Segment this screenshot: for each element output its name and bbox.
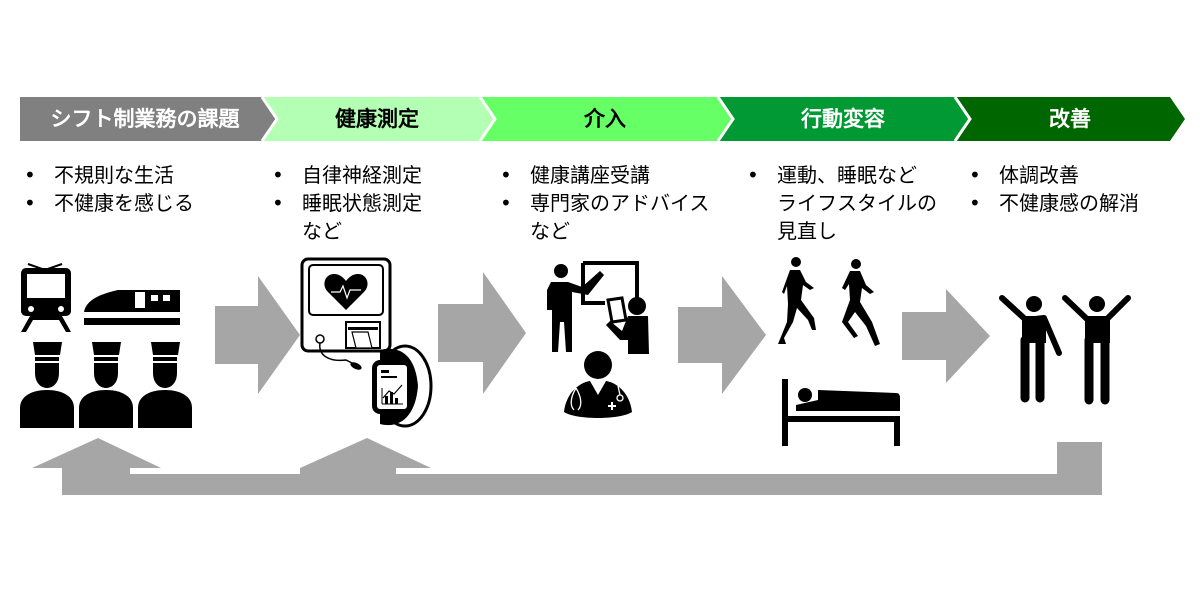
bullets-problem: • 不規則な生活 • 不健康を感じる	[20, 161, 194, 217]
bullet-tail: など	[302, 219, 342, 243]
bullet-dot: •	[272, 191, 284, 215]
bullet-item: • 運動、睡眠など	[743, 161, 937, 189]
bullet-dot: •	[500, 163, 512, 187]
bullet-item: • 不健康感の解消	[965, 189, 1139, 217]
bullet-dot: •	[24, 163, 36, 187]
bullet-item: • 専門家のアドバイス	[496, 189, 709, 217]
flow-arrow-2	[438, 272, 526, 394]
bullets-improvement: • 体調改善 • 不健康感の解消	[965, 161, 1139, 217]
bullets-behavior-change: • 運動、睡眠など ライフスタイルの 見直し	[743, 161, 937, 245]
step-chevron-3	[480, 97, 733, 141]
lecturer-icon	[547, 261, 649, 354]
bullet-dot: •	[24, 191, 36, 215]
step-chevron-4	[718, 97, 970, 141]
step-title-behavior-change: 行動変容	[801, 107, 885, 131]
bullet-text: 健康講座受講	[530, 163, 650, 187]
bullet-item: • 不規則な生活	[20, 161, 194, 189]
feedback-loop-arrow	[32, 438, 1102, 495]
flow-arrow-4	[902, 289, 990, 383]
step-chevron-5	[955, 97, 1185, 141]
step-title-measurement: 健康測定	[335, 107, 419, 131]
sleeping-icon	[782, 379, 900, 446]
bullet-text: 不健康を感じる	[54, 191, 194, 215]
bullet-item: • 体調改善	[965, 161, 1139, 189]
flow-arrow-1	[215, 276, 300, 394]
shinkansen-icon	[84, 290, 180, 325]
bullets-intervention: • 健康講座受講 • 専門家のアドバイス など	[496, 161, 709, 245]
step-title-improvement: 改善	[1049, 107, 1091, 131]
bullet-item: • 不健康を感じる	[20, 189, 194, 217]
conductor-icon	[20, 342, 192, 428]
bullet-text: 自律神経測定	[302, 163, 422, 187]
bullet-dot: •	[272, 163, 284, 187]
flow-arrow-3	[678, 276, 766, 394]
step-chevron-2	[262, 97, 495, 141]
bullet-text: 体調改善	[999, 163, 1079, 187]
bullet-dot: •	[747, 163, 759, 187]
doctor-icon	[564, 351, 632, 418]
bullet-tail: ライフスタイルの	[777, 191, 937, 215]
health-monitor-icon	[300, 257, 392, 370]
bullet-tail: 見直し	[777, 219, 837, 243]
bullet-dot: •	[969, 191, 981, 215]
bullet-item: • 健康講座受講	[496, 161, 709, 189]
step-chevron-1	[20, 97, 277, 141]
bullets-measurement: • 自律神経測定 • 睡眠状態測定 など	[268, 161, 422, 245]
runner-icon	[778, 257, 880, 346]
bullet-text: 不規則な生活	[54, 163, 174, 187]
cheering-people-icon	[999, 295, 1131, 405]
bullet-text: 不健康感の解消	[999, 191, 1139, 215]
bullet-dot: •	[969, 163, 981, 187]
bullet-item: • 睡眠状態測定	[268, 189, 422, 217]
bullet-dot: •	[500, 191, 512, 215]
bullet-text: 運動、睡眠など	[777, 163, 917, 187]
step-title-intervention: 介入	[584, 107, 626, 131]
bullet-text: 専門家のアドバイス	[530, 191, 710, 215]
step-title-problem: シフト制業務の課題	[50, 107, 240, 131]
train-icon	[21, 263, 71, 332]
bullet-text: 睡眠状態測定	[302, 191, 422, 215]
bullet-tail: など	[530, 219, 570, 243]
smartwatch-icon	[372, 344, 433, 428]
bullet-item: • 自律神経測定	[268, 161, 422, 189]
